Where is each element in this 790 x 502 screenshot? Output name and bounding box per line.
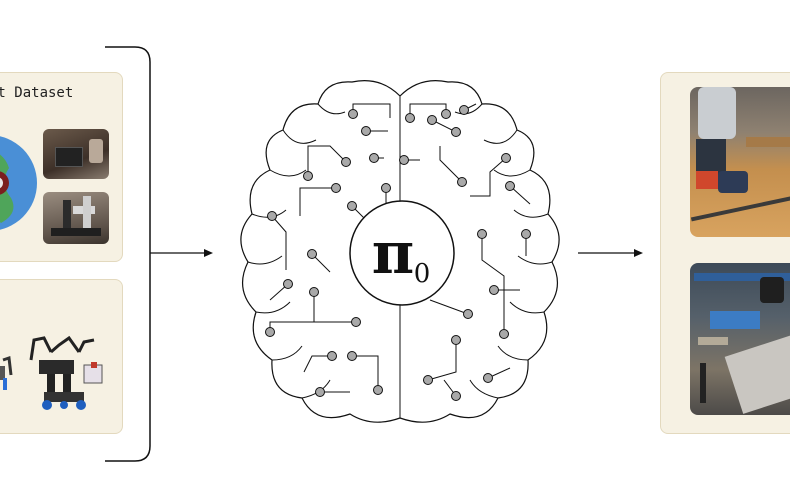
arrow-in-head xyxy=(204,249,213,257)
dataset-title: nt Dataset xyxy=(0,85,74,101)
arrow-out-head xyxy=(634,249,643,257)
dataset-image-robot-arm xyxy=(43,192,109,244)
circuit-nodes xyxy=(265,105,531,401)
dataset-globe-icon xyxy=(0,136,37,230)
dataset-panel: nt Dataset xyxy=(0,72,123,262)
pi-zero-circle xyxy=(349,200,455,306)
pi-subscript: 0 xyxy=(414,259,431,289)
output-tasks-panel xyxy=(660,72,790,434)
dataset-image-oven xyxy=(43,129,109,179)
task-photo-lab xyxy=(690,263,790,415)
pi-symbol: π xyxy=(372,219,414,287)
robot-embodiments-panel xyxy=(0,279,123,434)
task-photo-table xyxy=(690,87,790,237)
robot-platforms-icon xyxy=(0,335,103,410)
left-bracket xyxy=(105,46,151,462)
